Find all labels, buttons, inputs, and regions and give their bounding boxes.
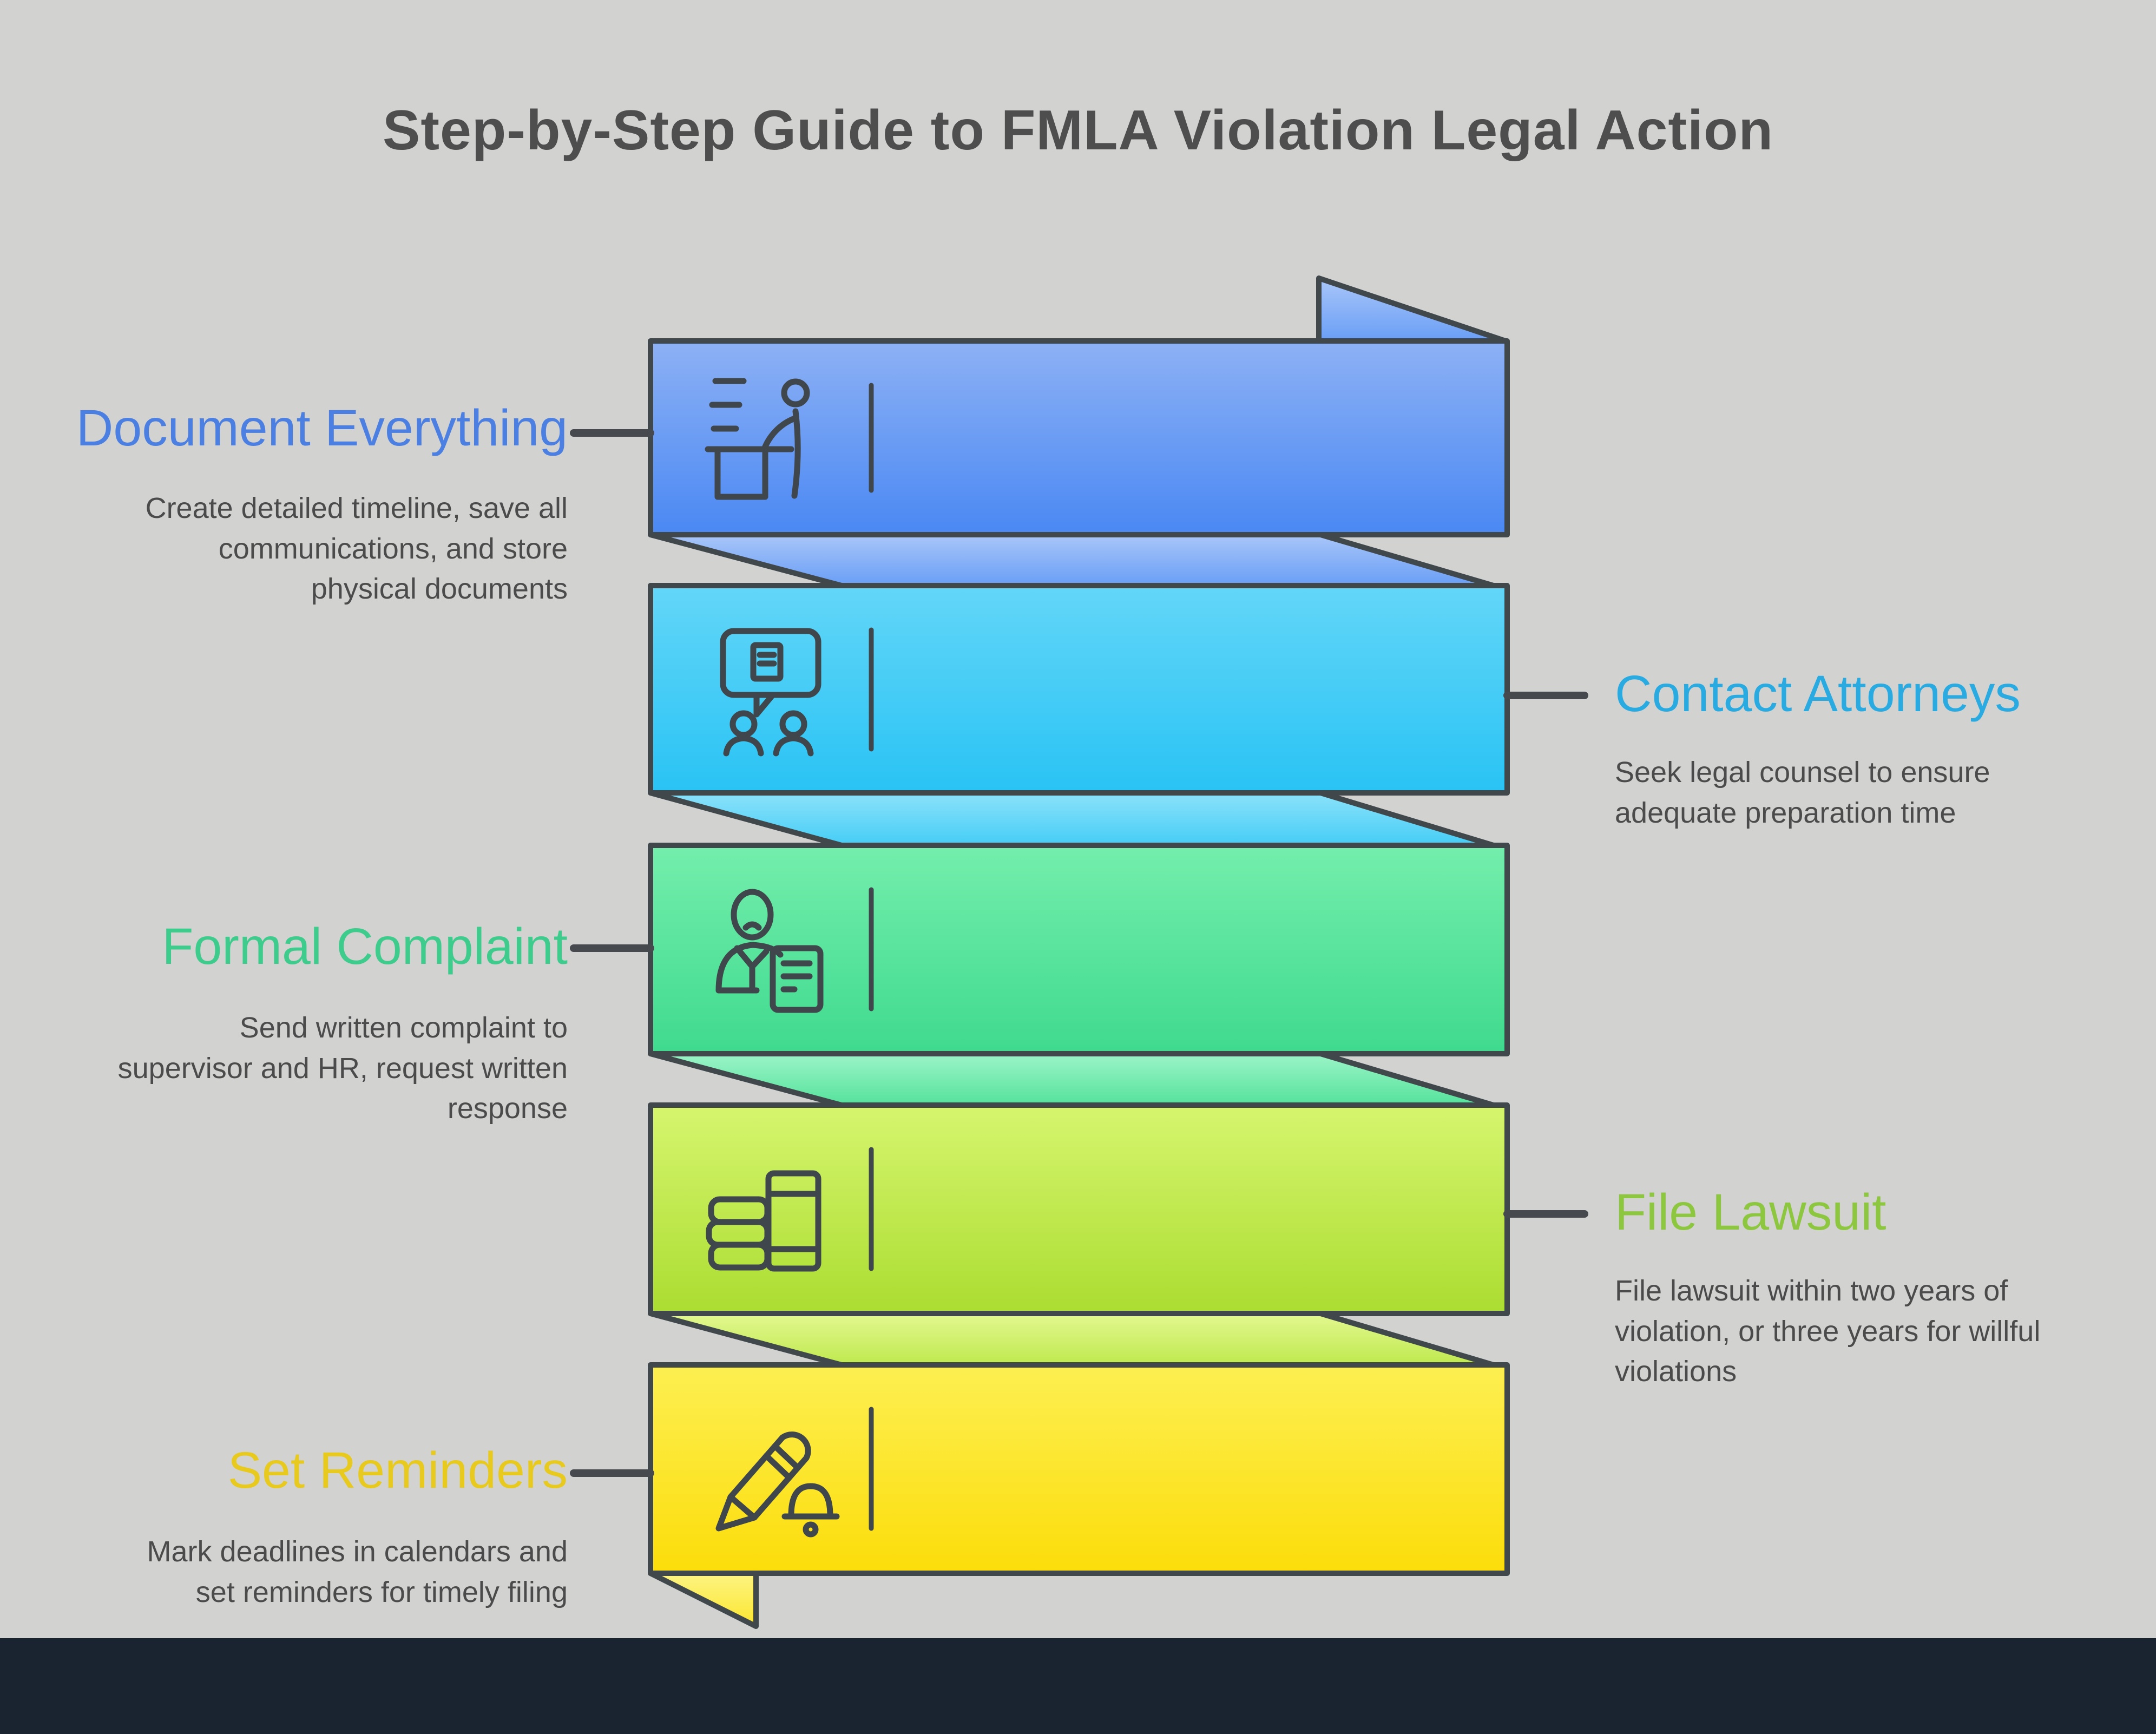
step-description: Send written complaint to supervisor and… [117, 1012, 568, 1125]
ribbon-fold-1 [648, 532, 1496, 588]
law-books-icon [706, 1170, 821, 1272]
banner-document-everything [648, 338, 1510, 537]
complaint-document-icon [715, 889, 824, 1013]
podium-speaker-icon [705, 378, 810, 500]
ribbon-fold-3 [648, 1051, 1496, 1108]
banner-contact-attorneys [648, 583, 1510, 796]
ribbon-fold-2 [648, 790, 1496, 848]
step-label-formal-complaint: Formal Complaint [162, 918, 568, 975]
step-label-contact-attorneys: Contact Attorneys [1615, 665, 2021, 722]
step-description: Mark deadlines in calendars and set remi… [147, 1535, 568, 1608]
step-description: Seek legal counsel to ensure adequate pr… [1615, 756, 1990, 829]
step-label-file-lawsuit: File Lawsuit [1615, 1184, 1886, 1241]
banner-file-lawsuit [648, 1102, 1510, 1316]
ribbon-tail-fold [648, 1571, 759, 1629]
pencil-bell-icon [715, 1431, 840, 1538]
step-label-set-reminders: Set Reminders [227, 1442, 568, 1499]
footer-bar [0, 1638, 2156, 1734]
page-title: Step-by-Step Guide to FMLA Violation Leg… [382, 99, 1774, 162]
ribbon-fold-4 [648, 1311, 1496, 1368]
ribbon-top-fold [1316, 275, 1510, 344]
step-label-document-everything: Document Everything [76, 399, 568, 457]
step-description: File lawsuit within two years of violati… [1615, 1275, 2041, 1388]
attorney-consultation-icon [720, 628, 821, 757]
step-description: Create detailed timeline, save all commu… [145, 492, 568, 606]
